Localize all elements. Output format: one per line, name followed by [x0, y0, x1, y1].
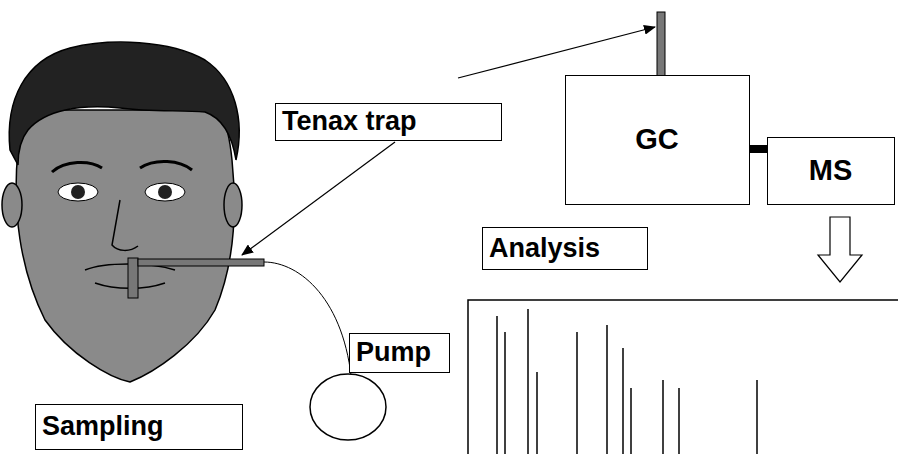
stage-label-box: Analysis [482, 227, 648, 270]
node-label: Tenax trap [282, 106, 417, 137]
mouthpiece [128, 258, 138, 298]
node-label: MS [809, 154, 853, 187]
callout-box: Pump [349, 333, 450, 373]
stage-label-box: Sampling [35, 404, 243, 450]
face [2, 42, 242, 382]
node-label: Sampling [42, 411, 164, 442]
flow-arrow [818, 217, 862, 282]
instrument-box: MS [767, 137, 895, 205]
coupling-line [750, 145, 767, 153]
leader-arrow [242, 142, 395, 255]
node-label: Pump [356, 337, 431, 368]
leader-arrow [458, 27, 655, 78]
tenax-tube [138, 259, 264, 266]
node-label: GC [635, 123, 679, 156]
chromatogram [468, 300, 898, 454]
pump-hose [264, 262, 352, 385]
instrument-box: GC [565, 75, 750, 205]
pump-bulb [310, 374, 386, 440]
node-label: Analysis [489, 233, 600, 264]
callout-box: Tenax trap [275, 103, 502, 141]
